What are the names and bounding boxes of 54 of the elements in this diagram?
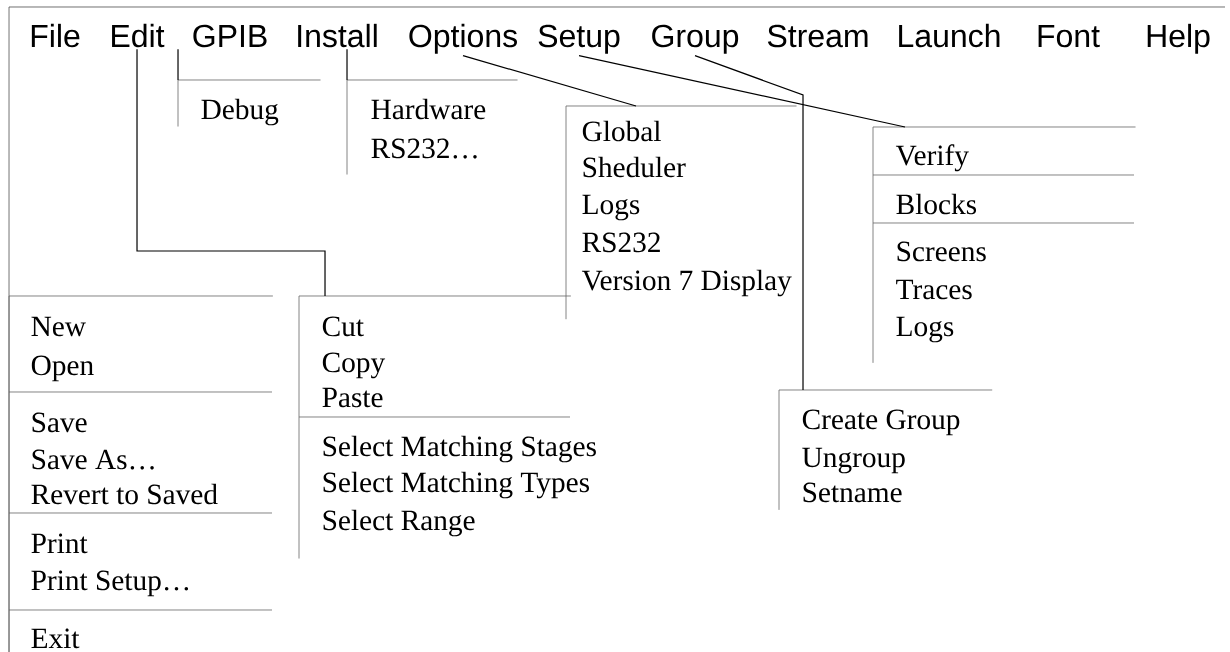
menu-bar-item: Setup [538, 24, 620, 54]
menu-item: Open [31, 355, 94, 382]
menu-item: Sheduler [583, 156, 686, 178]
menu-item: Ungroup [802, 447, 905, 474]
connector-line [346, 48, 348, 81]
menu-bar-item: Install [298, 23, 377, 48]
menu-item: Print Setup… [31, 570, 189, 597]
menu-bar-item: Options [409, 23, 517, 54]
menu-box [346, 79, 518, 175]
menu-item: Verify [895, 144, 969, 172]
menu-box [872, 126, 1136, 364]
connector-line [136, 48, 326, 297]
menu-bar-item: Stream [767, 24, 868, 48]
menu-item: Select Range [323, 509, 475, 537]
menu-item: Select Matching Stages [323, 435, 596, 463]
menu-item: Debug [201, 98, 279, 126]
menu-item: RS232… [371, 138, 477, 159]
menu-item: Screens [897, 241, 986, 262]
menu-item: Print [31, 533, 88, 554]
menu-bar-item: File [31, 23, 80, 48]
menu-item: Version 7 Display [581, 269, 792, 297]
menu-item: New [31, 316, 86, 337]
menu-item: Copy [322, 352, 386, 379]
menu-item: Global [582, 120, 661, 142]
menu-bar-item: GPIB [193, 24, 267, 48]
menu-item: Logs [896, 316, 954, 343]
menu-item: Save [32, 412, 87, 433]
menu-item: Revert to Saved [31, 483, 218, 505]
menu-item: Logs [582, 194, 640, 221]
menu-box [177, 79, 321, 127]
menu-item: Save As… [32, 449, 154, 470]
menu-item: Cut [322, 316, 364, 337]
connector-line [694, 54, 804, 391]
menu-bar-item: Edit [112, 23, 165, 48]
menu-item: Create Group [802, 409, 960, 436]
menu-item: Blocks [896, 193, 977, 215]
menu-box [298, 295, 596, 559]
menu-item: Setname [803, 482, 902, 503]
connector-line [177, 48, 179, 81]
menu-item: Exit [31, 628, 80, 649]
menu-bar-item: Help [1147, 23, 1210, 54]
menu-item: Select Matching Types [323, 471, 589, 499]
menu-item: RS232 [582, 232, 660, 253]
menu-box [778, 389, 993, 511]
menu-item: Hardware [371, 98, 486, 120]
menu-box [565, 105, 797, 320]
connector-line [462, 54, 637, 107]
menu-bar-item: Launch [899, 23, 1000, 48]
menu-bar-item: Group [652, 24, 739, 54]
menu-bar-item: Font [1038, 25, 1100, 48]
menu-item: Traces [896, 279, 972, 300]
menu-box [8, 295, 274, 652]
connector-line [578, 54, 906, 128]
menu-item: Paste [322, 387, 383, 408]
